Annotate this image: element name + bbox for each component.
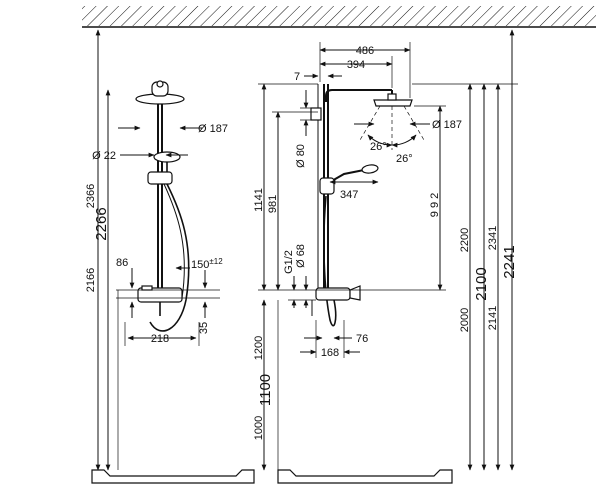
dim-7: 7 (294, 71, 300, 83)
dim-2341: 2341 (487, 226, 499, 250)
dim-394: 394 (347, 59, 365, 71)
floor-tray-left (91, 469, 255, 484)
dim-150: 150±12 (191, 257, 223, 271)
dim-2000: 2000 (459, 308, 471, 332)
dim-26b: 26° (396, 153, 413, 165)
dim-1100: 1100 (257, 374, 274, 406)
dim-26a: 26° (370, 141, 387, 153)
dim-g12: G1/2 (283, 250, 295, 274)
ceiling (82, 6, 596, 28)
dim-2241: 2241 (501, 245, 518, 278)
floor-tray-right (277, 469, 453, 484)
dim-2166: 2166 (85, 268, 97, 292)
dim-d22: Ø 22 (92, 150, 116, 162)
dim-1141: 1141 (253, 188, 265, 212)
left-shower-front-view (95, 29, 220, 471)
dim-2200: 2200 (459, 228, 471, 252)
dim-76: 76 (356, 333, 368, 345)
dim-d80: Ø 80 (295, 144, 307, 168)
dim-2141: 2141 (487, 306, 499, 330)
dim-2366: 2366 (85, 184, 97, 208)
dim-35: 35 (198, 322, 210, 334)
dim-2100: 2100 (473, 267, 490, 300)
dim-347: 347 (340, 189, 358, 201)
dim-d187-left: Ø 187 (198, 123, 228, 135)
dim-1200: 1200 (253, 336, 265, 360)
dim-992: 9 9 2 (429, 193, 441, 217)
dim-2266: 2266 (93, 207, 110, 240)
dim-d68: Ø 68 (295, 244, 307, 268)
dim-981: 981 (267, 195, 279, 213)
dim-d187-right: Ø 187 (432, 119, 462, 131)
dim-218: 218 (151, 333, 169, 345)
dim-86: 86 (116, 257, 128, 269)
dim-1000: 1000 (253, 416, 265, 440)
dim-168: 168 (321, 347, 339, 359)
right-shower-side-view (258, 29, 518, 471)
dim-486: 486 (356, 45, 374, 57)
